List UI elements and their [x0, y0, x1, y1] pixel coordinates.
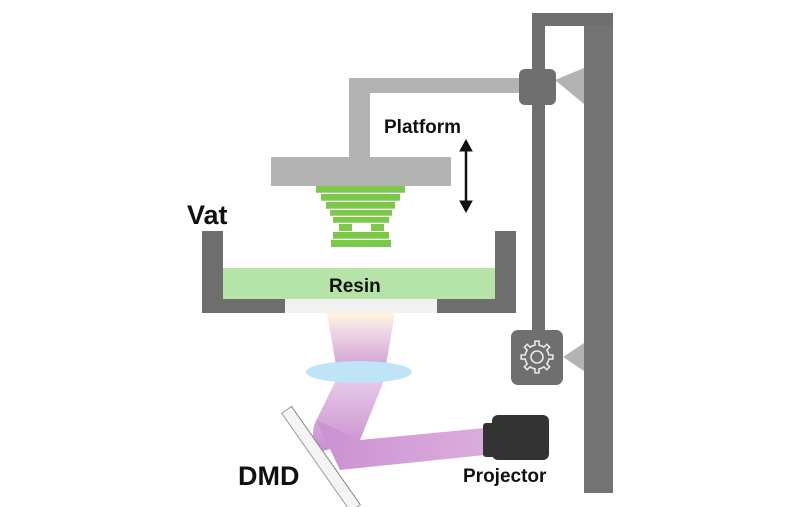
part-layer — [321, 194, 400, 201]
label-platform: Platform — [384, 117, 461, 138]
arm-vertical — [349, 78, 370, 162]
label-dmd: DMD — [238, 461, 300, 491]
label-vat: Vat — [187, 200, 228, 230]
part-layer — [326, 202, 395, 209]
label-resin: Resin — [329, 276, 381, 297]
frame-top-bar — [532, 13, 613, 26]
platform-arm — [349, 69, 556, 162]
carriage-block — [519, 69, 556, 105]
part-leg-right — [371, 224, 384, 231]
carriage-connector — [555, 68, 584, 104]
double-arrow-vertical-icon — [459, 138, 473, 214]
beam-upper — [327, 313, 395, 371]
dmd-mirror — [280, 405, 362, 507]
projector — [483, 415, 549, 460]
part-layer — [333, 217, 389, 223]
beam-side — [316, 420, 485, 470]
motor — [511, 330, 563, 385]
part-layer — [331, 240, 391, 247]
motor-connector — [563, 343, 584, 371]
part-layer — [316, 186, 405, 193]
vat — [202, 231, 516, 313]
light-beam — [310, 313, 485, 470]
printed-part — [316, 186, 405, 247]
part-layer — [333, 232, 389, 239]
vat-wall-right — [437, 231, 516, 313]
vat-wall-left — [202, 231, 285, 313]
projector-body — [492, 415, 549, 460]
gear-icon — [520, 340, 554, 374]
frame-rail — [584, 13, 613, 493]
lens — [306, 361, 412, 383]
label-projector: Projector — [463, 466, 547, 487]
frame-guide-rod — [532, 13, 545, 343]
resin — [223, 268, 495, 299]
part-leg-left — [339, 224, 352, 231]
vat-window — [285, 299, 437, 313]
arm-horizontal — [349, 78, 529, 93]
part-layer — [330, 210, 392, 216]
build-platform — [271, 157, 451, 186]
motor-housing — [511, 330, 563, 385]
